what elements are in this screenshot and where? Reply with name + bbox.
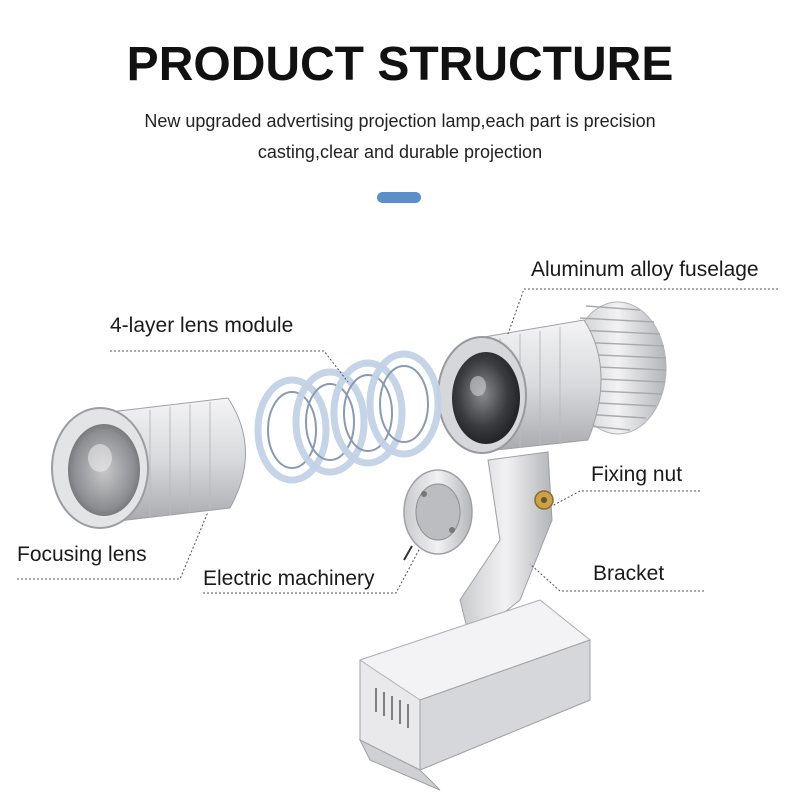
lens-module-rings bbox=[254, 350, 442, 484]
accent-divider bbox=[377, 192, 421, 203]
subtitle-line-2: casting,clear and durable projection bbox=[257, 142, 543, 162]
aluminum-fuselage bbox=[437, 319, 602, 454]
focusing-lens-barrel bbox=[51, 397, 246, 529]
electric-machinery bbox=[403, 469, 473, 561]
callout-bracket: Bracket bbox=[593, 562, 665, 585]
page-title: PRODUCT STRUCTURE bbox=[126, 38, 674, 91]
subtitle-line-1: New upgraded advertising projection lamp… bbox=[144, 111, 656, 131]
callout-focusing-lens: Focusing lens bbox=[17, 543, 147, 566]
callout-electric-machinery: Electric machinery bbox=[203, 567, 375, 590]
callout-lines bbox=[17, 288, 778, 594]
callout-lens-module: 4-layer lens module bbox=[110, 314, 294, 337]
driver-base-box bbox=[358, 599, 592, 791]
callout-fuselage: Aluminum alloy fuselage bbox=[531, 258, 759, 281]
callout-fixing-nut: Fixing nut bbox=[591, 463, 683, 486]
